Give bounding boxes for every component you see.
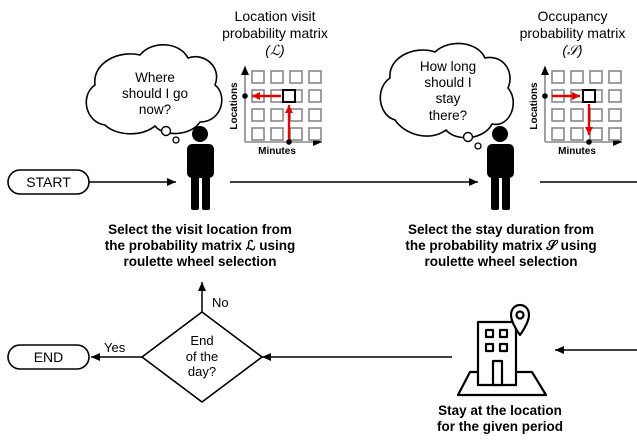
end-terminal (7, 344, 90, 370)
matrix-right-title-line2: probability matrix (519, 24, 626, 41)
matrix-left-y-label: Locations (229, 82, 240, 130)
caption-right-line: roulette wheel selection (424, 254, 578, 270)
end-label: END (34, 349, 64, 365)
matrix-left-title-line2: probability matrix (222, 24, 328, 41)
decision-end-of-day (140, 311, 264, 403)
matrix-cell (608, 70, 622, 84)
matrix-cell (270, 108, 284, 122)
start-label: START (26, 174, 71, 190)
matrix-left-selected-cell (282, 89, 296, 103)
matrix-cell (551, 108, 565, 122)
matrix-left-symbol: (ℒ) (265, 41, 285, 58)
caption-right-line: the probability matrix 𝒮 using (405, 238, 597, 254)
decision-text: End of the day? (172, 333, 232, 380)
caption-select-location: Select the visit location from the proba… (75, 222, 325, 271)
thought-bubble-right (379, 42, 514, 150)
matrix-cell (589, 127, 603, 141)
person-icon-left (187, 126, 214, 210)
bubble-right-text: How long should I stay there? (393, 59, 503, 124)
matrix-cell (289, 70, 303, 84)
bubble-right-line: should I (424, 75, 472, 91)
matrix-cell (270, 70, 284, 84)
bubble-right-line: there? (428, 107, 468, 123)
matrix-cell (608, 89, 622, 103)
caption-select-duration: Select the stay duration from the probab… (376, 222, 626, 271)
matrix-left-title: Location visit probability matrix (ℒ) (210, 8, 340, 58)
matrix-cell (608, 127, 622, 141)
matrix-right-selected-cell (582, 89, 596, 103)
bubble-left-line: should I go (121, 86, 189, 102)
caption-stay-line: for the given period (436, 419, 563, 435)
decision-line: End (190, 333, 214, 348)
bubble-left-line: now? (138, 102, 172, 118)
matrix-cell (308, 70, 322, 84)
matrix-cell (251, 127, 265, 141)
matrix-right-symbol: (𝒮) (562, 41, 583, 58)
matrix-cell (589, 108, 603, 122)
caption-left-line: the probability matrix ℒ using (104, 238, 296, 254)
person-icon-right (487, 126, 514, 210)
caption-stay: Stay at the location for the given perio… (415, 403, 585, 435)
matrix-right-y-label: Locations (529, 82, 540, 130)
matrix-cell (570, 127, 584, 141)
bubble-left-text: Where should I go now? (100, 70, 210, 119)
branch-yes-label: Yes (104, 340, 126, 355)
matrix-cell (570, 70, 584, 84)
matrix-cell (289, 127, 303, 141)
matrix-cell (270, 127, 284, 141)
bubble-left-line: Where (135, 70, 175, 85)
matrix-cell (589, 70, 603, 84)
matrix-right-title-line1: Occupancy (537, 8, 608, 24)
matrix-right (541, 66, 622, 146)
matrix-right-title: Occupancy probability matrix (𝒮) (508, 8, 637, 58)
caption-left-line: Select the visit location from (108, 222, 292, 237)
matrix-left-title-line1: Location visit (234, 8, 316, 24)
matrix-left-x-label: Minutes (258, 146, 296, 157)
branch-no-label: No (212, 295, 229, 310)
matrix-cell (570, 108, 584, 122)
bubble-right-line: stay (435, 91, 461, 107)
thought-bubble-left (85, 44, 223, 144)
matrix-cell (308, 127, 322, 141)
matrix-cell (308, 89, 322, 103)
caption-left-line: roulette wheel selection (123, 254, 277, 270)
decision-line: of the (185, 348, 219, 364)
caption-right-line: Select the stay duration from (407, 222, 595, 237)
bubble-right-line: How long (419, 59, 477, 74)
matrix-cell (551, 127, 565, 141)
decision-line: day? (187, 364, 217, 380)
matrix-cell (289, 108, 303, 122)
matrix-cell (308, 108, 322, 122)
caption-stay-line: Stay at the location (438, 403, 562, 418)
matrix-cell (251, 108, 265, 122)
matrix-cell (251, 70, 265, 84)
matrix-right-x-label: Minutes (558, 146, 596, 157)
matrix-left (241, 66, 322, 146)
matrix-cell (608, 108, 622, 122)
matrix-cell (551, 70, 565, 84)
building-location-icon (456, 303, 548, 397)
